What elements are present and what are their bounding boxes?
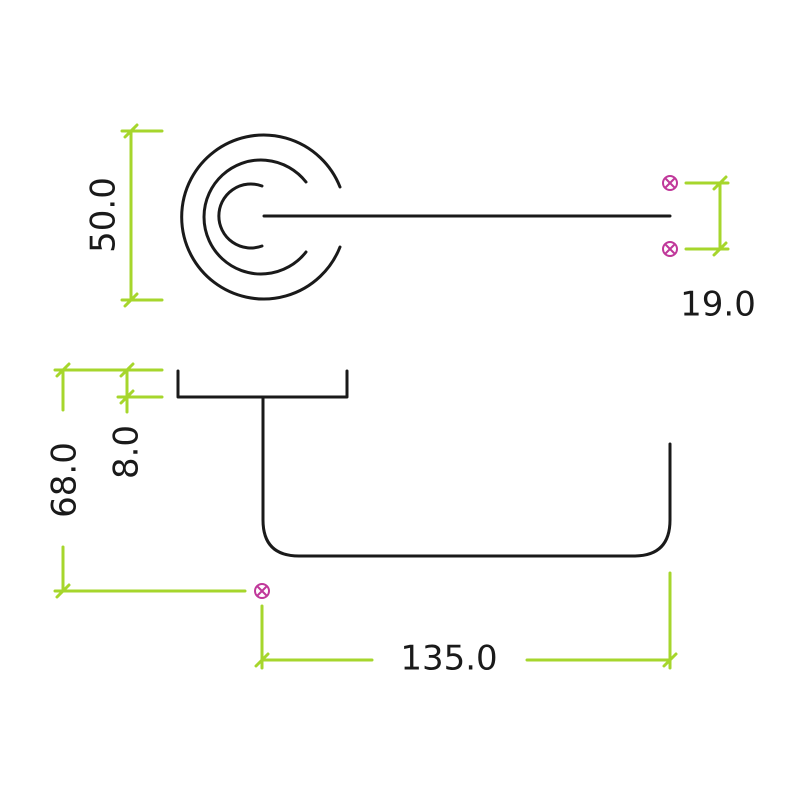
lever-profile <box>261 395 672 558</box>
rose-middle-arc <box>202 158 308 276</box>
dimension-rose-diameter: 50.0 <box>84 123 164 308</box>
dimension-fixing-spacing: 19.0 <box>680 175 756 325</box>
dimension-projection: 68.0 <box>45 362 247 599</box>
side-view <box>176 369 672 558</box>
dimension-rose-thickness: 8.0 <box>107 362 164 479</box>
dimension-label-68: 68.0 <box>45 442 85 518</box>
dimension-lever-length: 135.0 <box>254 571 678 679</box>
rose-profile <box>176 369 349 399</box>
dimension-label-8: 8.0 <box>107 425 147 479</box>
fixing-markers <box>254 175 678 599</box>
dimension-label-50: 50.0 <box>84 177 124 253</box>
rose-outer-arc <box>180 133 342 301</box>
circled-x-icon <box>662 241 678 257</box>
rose-inner-arc <box>217 182 264 250</box>
top-view <box>180 133 672 301</box>
circled-x-icon <box>662 175 678 191</box>
circled-x-icon <box>254 583 270 599</box>
dimension-label-19: 19.0 <box>680 285 756 325</box>
dimension-label-135: 135.0 <box>400 639 497 679</box>
